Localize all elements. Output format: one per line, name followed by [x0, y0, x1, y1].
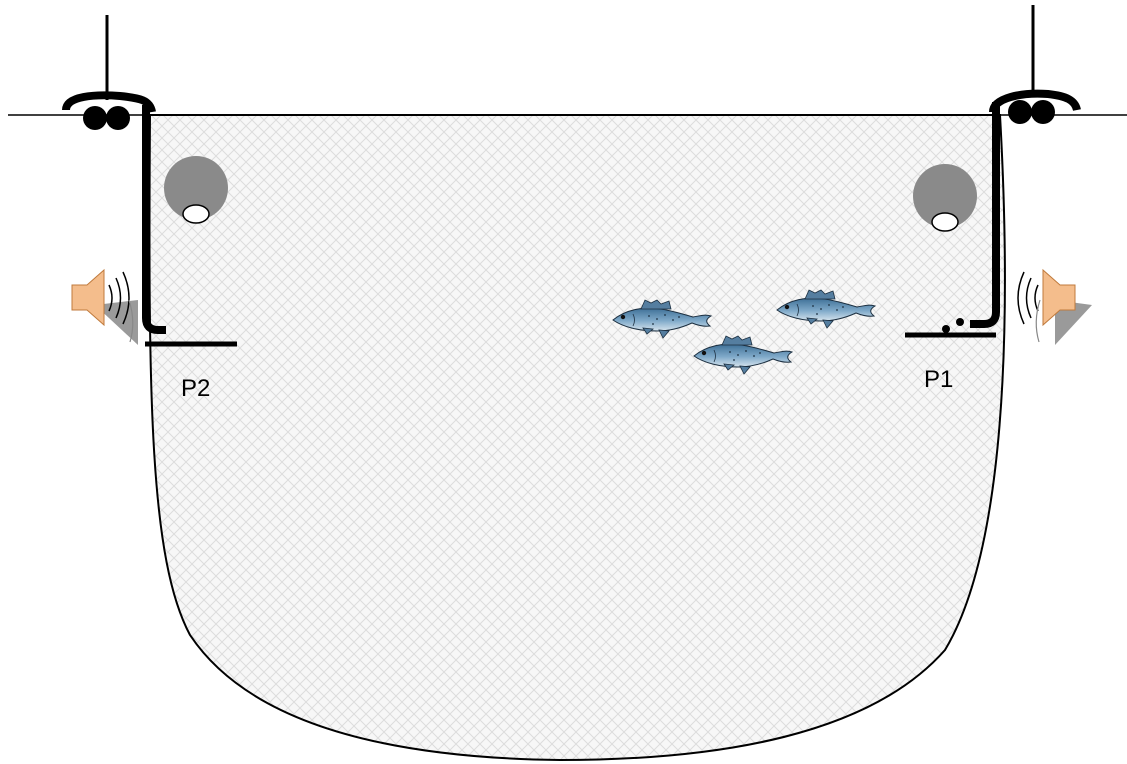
lamp-icon — [164, 156, 228, 224]
net-pen — [148, 114, 1006, 762]
cable-left — [142, 105, 166, 334]
pulley-icon — [989, 89, 1081, 124]
speaker-icon — [71, 268, 138, 345]
platform-label-right: P1 — [924, 366, 953, 393]
platform-label-left: P2 — [181, 375, 210, 402]
pulley-icon — [62, 91, 156, 130]
speaker-icon — [1017, 268, 1092, 345]
feed-pellets — [942, 318, 964, 333]
lamp-icon — [913, 164, 977, 232]
cable-right — [970, 102, 1000, 328]
